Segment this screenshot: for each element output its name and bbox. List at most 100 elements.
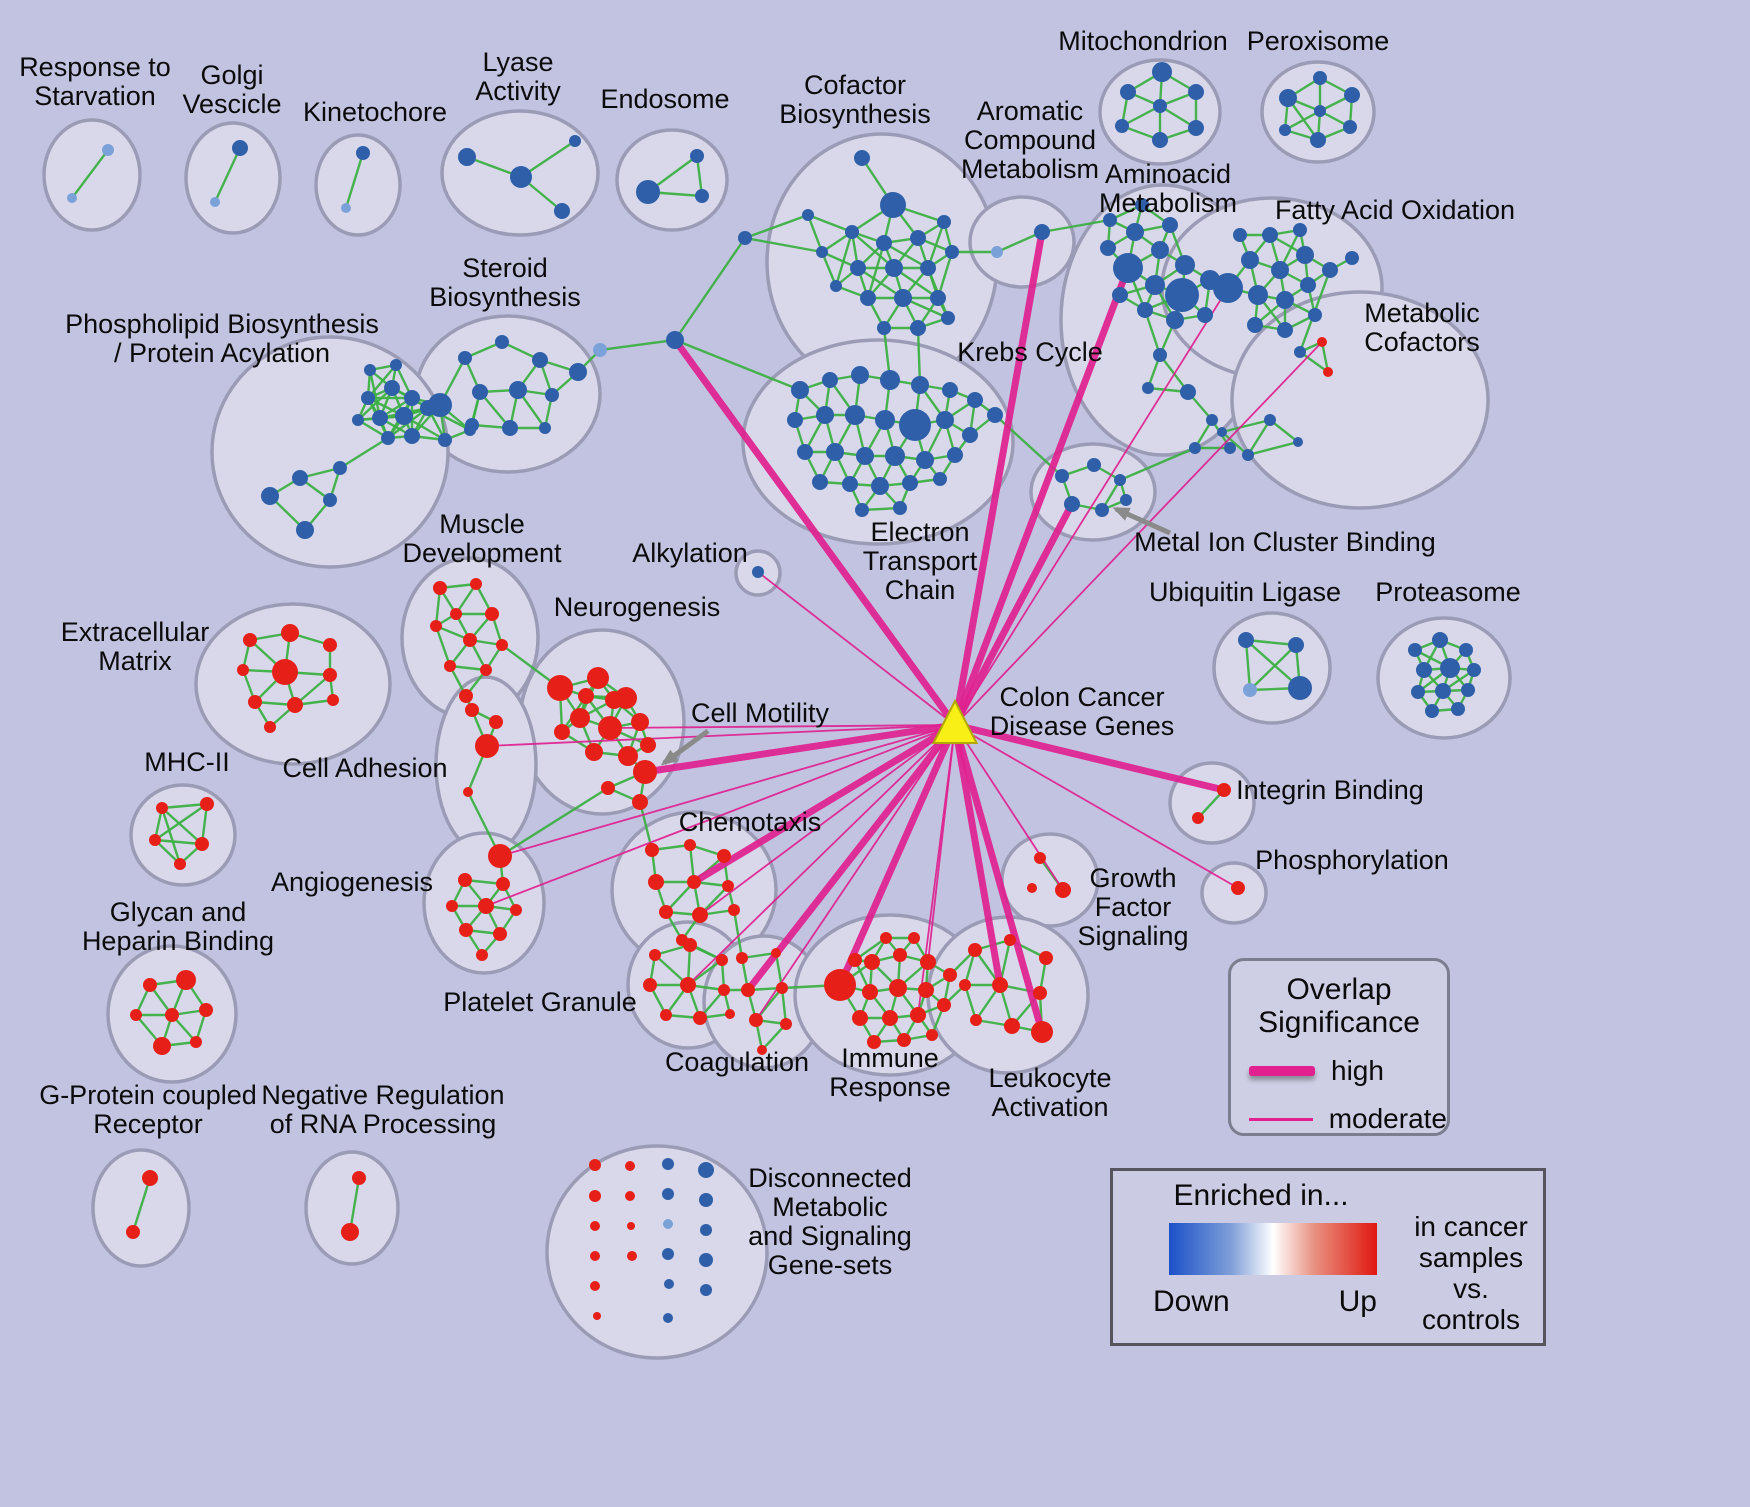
cluster-label-celladhesion: Cell Adhesion bbox=[282, 753, 447, 783]
gene-set-node bbox=[478, 898, 494, 914]
cluster-label-phospholipid: Phospholipid Biosynthesis/ Protein Acyla… bbox=[65, 309, 379, 368]
significance-edge-moderate bbox=[499, 724, 956, 857]
significance-edge-moderate bbox=[954, 724, 1064, 891]
gene-set-node bbox=[248, 695, 262, 709]
gene-set-node bbox=[585, 743, 603, 761]
gene-set-node bbox=[916, 451, 934, 469]
gene-set-node bbox=[323, 638, 337, 652]
gene-set-node bbox=[1039, 951, 1053, 965]
green-bridge-edge bbox=[498, 786, 610, 858]
gene-set-node bbox=[632, 794, 648, 810]
gene-set-node bbox=[142, 1170, 158, 1186]
gene-set-node bbox=[430, 620, 442, 632]
gene-set-node bbox=[1031, 1021, 1053, 1043]
gene-set-node bbox=[593, 1312, 601, 1320]
green-edge bbox=[743, 236, 824, 254]
gene-set-node bbox=[605, 691, 623, 709]
gene-set-node bbox=[699, 1193, 713, 1207]
cluster-label-metalion: Metal Ion Cluster Binding bbox=[1134, 527, 1436, 557]
gene-set-node bbox=[645, 843, 659, 857]
gene-set-node bbox=[1213, 273, 1243, 303]
up-label: Up bbox=[1338, 1285, 1377, 1318]
gene-set-node bbox=[485, 607, 499, 621]
gene-set-node bbox=[728, 904, 740, 916]
gene-set-node bbox=[1288, 637, 1304, 653]
gene-set-node bbox=[327, 694, 339, 706]
gene-set-node bbox=[1166, 311, 1184, 329]
gene-set-node bbox=[210, 197, 220, 207]
gene-set-node bbox=[1343, 120, 1357, 134]
high-significance-label: high bbox=[1331, 1055, 1384, 1086]
gene-set-node bbox=[1231, 881, 1245, 895]
gene-set-node bbox=[867, 1035, 881, 1049]
gene-set-node bbox=[1247, 317, 1263, 333]
green-edge bbox=[834, 230, 854, 288]
gene-set-node bbox=[341, 203, 351, 213]
gene-set-node bbox=[589, 1159, 601, 1171]
green-bridge-edge bbox=[1040, 218, 1112, 234]
green-edge bbox=[882, 241, 930, 270]
gene-set-node bbox=[1113, 253, 1143, 283]
gene-set-node bbox=[889, 979, 907, 997]
gene-set-node bbox=[539, 422, 551, 434]
gene-set-node bbox=[826, 443, 844, 461]
gene-set-node bbox=[625, 1191, 635, 1201]
gene-set-node bbox=[333, 461, 347, 475]
gene-set-node bbox=[458, 148, 476, 166]
gene-set-node bbox=[877, 321, 891, 335]
cluster-ellipse-golgi bbox=[184, 121, 282, 235]
gene-set-node bbox=[569, 135, 581, 147]
gene-set-node bbox=[174, 858, 186, 870]
gene-set-node bbox=[736, 952, 748, 964]
significance-edge-moderate bbox=[954, 341, 1323, 726]
significance-edge-moderate bbox=[954, 287, 1229, 726]
gene-set-node bbox=[1317, 337, 1327, 347]
gene-set-node bbox=[885, 259, 903, 277]
gene-set-node bbox=[472, 384, 488, 400]
moderate-significance-row: moderate bbox=[1249, 1103, 1447, 1135]
gene-set-node bbox=[627, 1251, 637, 1261]
green-bridge-edge bbox=[732, 908, 744, 960]
gene-set-node bbox=[926, 1029, 938, 1041]
cluster-label-proteasome: Proteasome bbox=[1375, 577, 1521, 607]
gene-set-node bbox=[1137, 302, 1153, 318]
gene-set-node bbox=[687, 875, 701, 889]
gene-set-node bbox=[899, 409, 931, 441]
gene-set-node bbox=[776, 982, 788, 994]
gene-set-node bbox=[631, 713, 649, 731]
gene-set-node bbox=[1064, 496, 1080, 512]
enriched-note-line3: vs. controls bbox=[1421, 1273, 1521, 1335]
gene-set-node bbox=[444, 660, 456, 672]
gene-set-node bbox=[1277, 322, 1293, 338]
gene-set-node bbox=[1197, 307, 1213, 323]
gene-set-node bbox=[1310, 132, 1326, 148]
cluster-ellipse-phospholipid bbox=[210, 335, 450, 569]
gene-set-node bbox=[463, 633, 477, 647]
gene-set-node bbox=[554, 203, 570, 219]
gene-set-node bbox=[446, 900, 458, 912]
gene-set-node bbox=[438, 433, 452, 447]
gene-set-node bbox=[459, 689, 473, 703]
high-significance-line-icon bbox=[1249, 1066, 1315, 1076]
green-edge bbox=[348, 1176, 361, 1234]
gene-set-node bbox=[433, 581, 447, 595]
gene-set-node bbox=[1264, 414, 1276, 426]
green-edge bbox=[1320, 340, 1330, 374]
gene-set-node bbox=[824, 969, 856, 1001]
gene-set-node bbox=[1162, 217, 1178, 233]
gene-set-node bbox=[1034, 224, 1050, 240]
gene-set-node bbox=[662, 1248, 674, 1260]
gene-set-node bbox=[1087, 458, 1101, 472]
gene-set-node bbox=[463, 787, 473, 797]
cluster-ellipse-growth bbox=[1000, 832, 1100, 928]
gene-set-node bbox=[1153, 99, 1167, 113]
gene-set-node bbox=[384, 380, 400, 396]
gene-set-node bbox=[287, 697, 303, 713]
gene-set-node bbox=[860, 290, 876, 306]
gene-set-node bbox=[937, 998, 951, 1012]
green-edge bbox=[366, 363, 398, 400]
